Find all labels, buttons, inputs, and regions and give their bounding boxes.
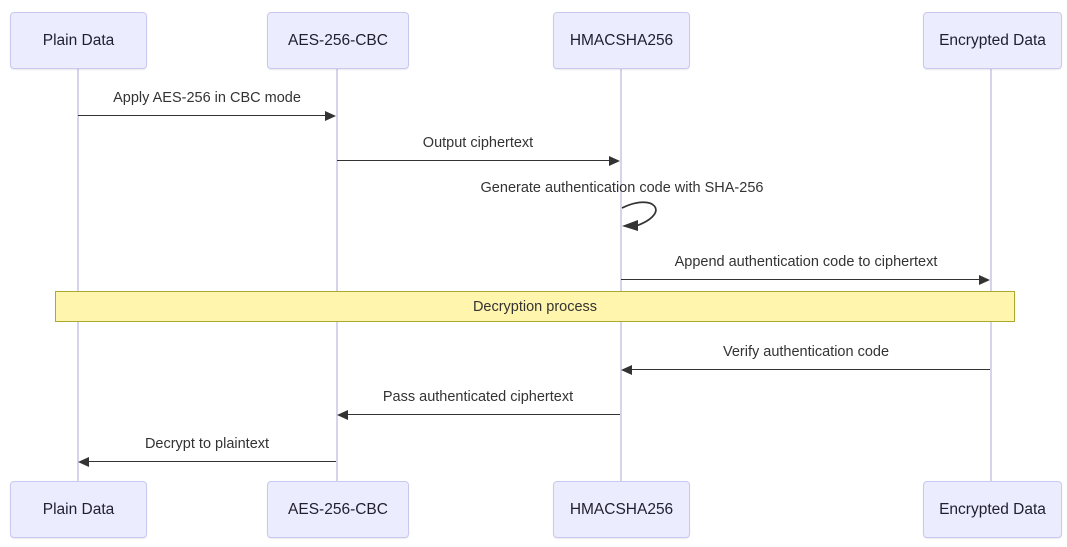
message-label-pass-ciphertext: Pass authenticated ciphertext <box>382 389 574 405</box>
arrowhead-right-icon <box>609 156 620 166</box>
actor-box-plain-data-top: Plain Data <box>10 12 147 69</box>
actor-label: HMACSHA256 <box>569 500 674 518</box>
arrowhead-right-icon <box>325 111 336 121</box>
actor-label: Encrypted Data <box>939 31 1046 49</box>
self-loop-arrow-icon <box>621 201 657 231</box>
message-label-append-auth-code: Append authentication code to ciphertext <box>674 254 938 270</box>
message-arrow-apply-aes256 <box>78 115 328 116</box>
actor-box-encrypted-data-bottom: Encrypted Data <box>923 481 1062 538</box>
arrowhead-left-icon <box>621 365 632 375</box>
note-decryption-process: Decryption process <box>55 291 1015 322</box>
message-arrow-append-auth-code <box>621 279 982 280</box>
actor-box-aes-256-cbc-bottom: AES-256-CBC <box>267 481 409 538</box>
message-label-apply-aes256: Apply AES-256 in CBC mode <box>113 90 301 106</box>
message-label-verify-auth-code: Verify authentication code <box>722 344 890 360</box>
actor-label: AES-256-CBC <box>288 31 388 49</box>
actor-box-hmacsha256-top: HMACSHA256 <box>553 12 690 69</box>
arrowhead-right-icon <box>979 275 990 285</box>
lifeline-aes-256-cbc <box>336 69 338 481</box>
message-arrow-decrypt-plaintext <box>86 461 336 462</box>
message-label-decrypt-plaintext: Decrypt to plaintext <box>144 436 270 452</box>
actor-label: Encrypted Data <box>939 500 1046 518</box>
actor-label: Plain Data <box>42 500 115 518</box>
actor-label: Plain Data <box>42 31 115 49</box>
message-arrow-output-ciphertext <box>337 160 613 161</box>
message-arrow-verify-auth-code <box>629 369 990 370</box>
lifeline-encrypted-data <box>990 69 992 481</box>
actor-box-aes-256-cbc-top: AES-256-CBC <box>267 12 409 69</box>
arrowhead-left-icon <box>337 410 348 420</box>
note-label: Decryption process <box>472 298 598 315</box>
arrowhead-left-icon <box>78 457 89 467</box>
actor-label: AES-256-CBC <box>288 500 388 518</box>
lifeline-hmacsha256 <box>620 69 622 481</box>
actor-box-encrypted-data-top: Encrypted Data <box>923 12 1062 69</box>
actor-box-hmacsha256-bottom: HMACSHA256 <box>553 481 690 538</box>
actor-box-plain-data-bottom: Plain Data <box>10 481 147 538</box>
message-label-generate-auth-code: Generate authentication code with SHA-25… <box>480 180 764 196</box>
message-arrow-pass-ciphertext <box>345 414 620 415</box>
message-label-output-ciphertext: Output ciphertext <box>422 135 534 151</box>
actor-label: HMACSHA256 <box>569 31 674 49</box>
lifeline-plain-data <box>77 69 79 481</box>
